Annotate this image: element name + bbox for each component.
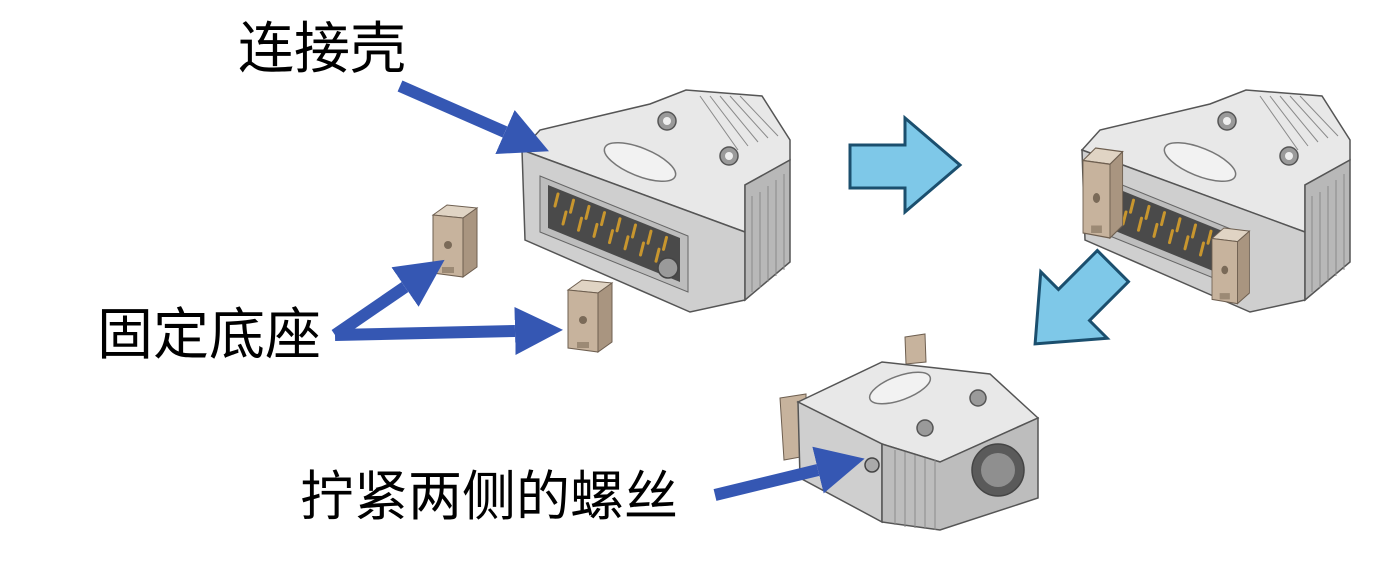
fitted-base-left	[1082, 147, 1124, 239]
base-block-left	[432, 204, 478, 278]
label-connector-shell: 连接壳	[238, 17, 406, 82]
label-mounting-base: 固定底座	[97, 303, 321, 368]
step-arrow-right	[848, 114, 963, 216]
connector-step-3	[779, 333, 1040, 531]
final-screw-hole	[916, 419, 934, 437]
callout-arrow-base-left	[331, 259, 445, 340]
final-screw-hole	[969, 389, 987, 407]
side-screw	[864, 457, 880, 473]
connector-shell	[520, 88, 792, 314]
label-tighten-screws: 拧紧两侧的螺丝	[300, 465, 678, 528]
step-arrow-down-left	[1033, 248, 1131, 346]
rear-base-block	[904, 333, 927, 365]
callout-arrow-base-right	[334, 307, 563, 355]
callout-arrow-screws	[713, 446, 865, 501]
base-block-right	[567, 279, 613, 353]
final-label-plate	[868, 371, 932, 405]
connector-step-1	[520, 88, 792, 314]
callout-arrows	[331, 80, 865, 501]
callout-arrow-shell	[397, 80, 549, 154]
cable-opening-inner	[981, 453, 1015, 487]
final-ribs	[894, 450, 936, 530]
fitted-base-right	[1211, 227, 1250, 305]
